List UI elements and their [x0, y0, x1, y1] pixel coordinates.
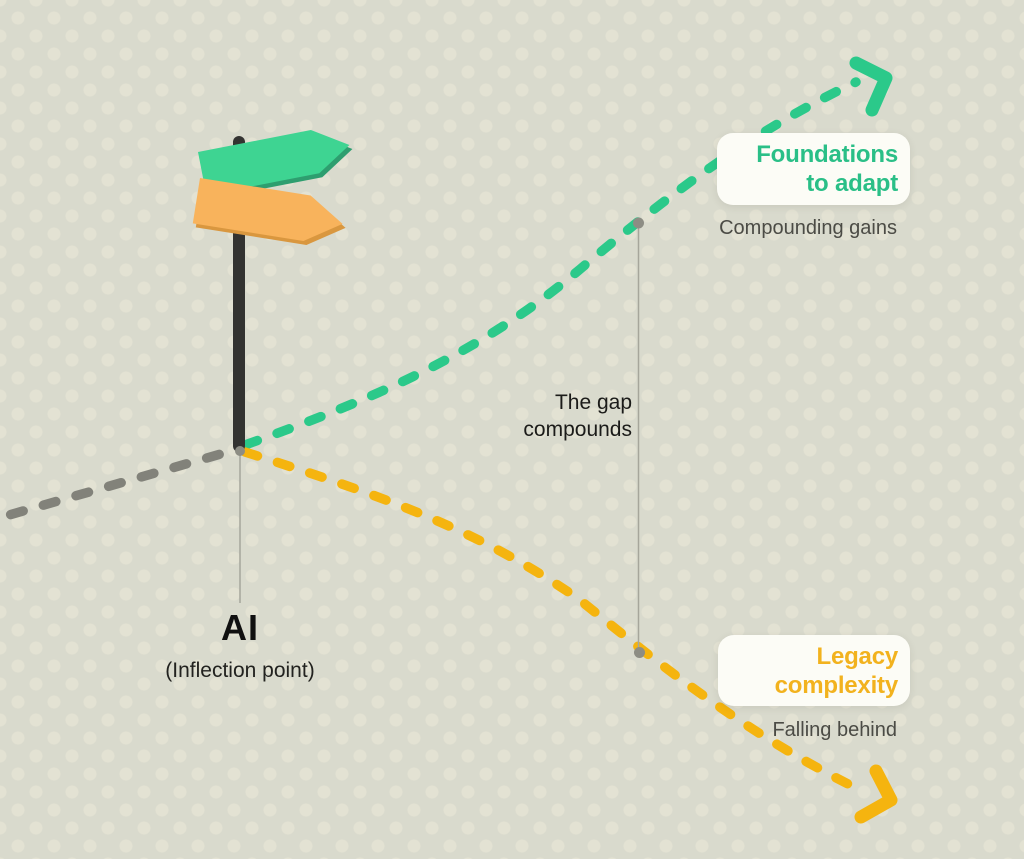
foundations-card: Foundations to adapt	[717, 133, 910, 205]
gap-label-line2: compounds	[523, 418, 632, 441]
gap-top-dot	[633, 217, 644, 229]
orange-sign-arrow-icon	[192, 178, 343, 241]
gap-bottom-dot	[634, 647, 645, 658]
inflection-title: AI	[221, 607, 259, 648]
foundations-card-line2: to adapt	[806, 170, 898, 197]
green-sign-arrow-icon	[198, 130, 350, 196]
gap-label: The gap compounds	[412, 389, 632, 443]
inflection-point-dot	[235, 446, 245, 456]
past-trajectory-dashed-line	[0, 444, 243, 523]
yellow-arrowhead-icon	[854, 764, 898, 824]
upper-growth-dashed-curve	[240, 77, 861, 450]
green-arrowhead-icon	[849, 56, 893, 117]
legacy-card-line1: Legacy	[816, 642, 898, 670]
gap-label-line1: The gap	[554, 391, 632, 414]
foundations-card-line1: Foundations	[756, 141, 898, 168]
lower-decline-dashed-curve	[240, 447, 863, 794]
falling-behind-caption: Falling behind	[772, 719, 897, 741]
inflection-subtitle: (Inflection point)	[165, 659, 315, 682]
compounding-gains-caption: Compounding gains	[719, 217, 897, 239]
legacy-card-line2: complexity	[774, 671, 899, 699]
legacy-card: Legacy complexity	[718, 635, 910, 706]
signpost-icon	[192, 130, 353, 452]
